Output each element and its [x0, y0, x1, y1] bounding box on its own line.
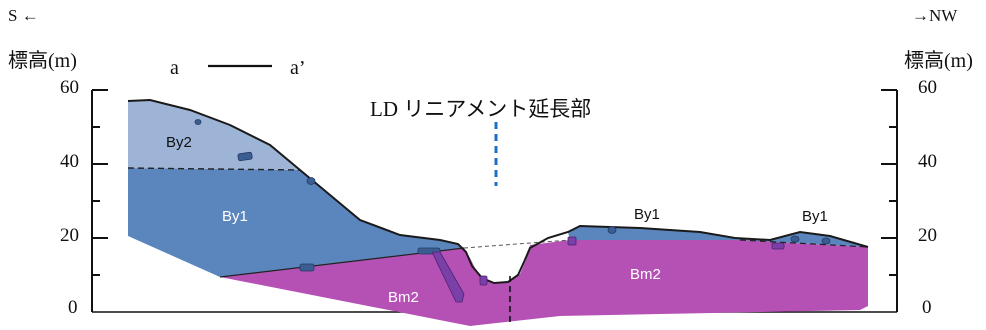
unit-boundary-dashed [463, 239, 571, 249]
unit-label-by1: By1 [634, 206, 660, 223]
direction-label-south: S ← [8, 6, 39, 25]
right-tick-label: 0 [922, 297, 932, 318]
unit-bm2-area [220, 240, 868, 326]
right-tick-label: 60 [918, 77, 937, 98]
right-axis [881, 89, 898, 312]
section-end-label: a’ [290, 57, 306, 79]
right-tick-label: 40 [918, 151, 937, 172]
unit-boundary-dashed [739, 239, 869, 248]
section-start-label: a [170, 57, 179, 79]
unit-label-by1: By1 [222, 208, 248, 225]
clast-symbols [431, 236, 785, 303]
left-axis [91, 89, 108, 312]
right-axis-title: 標高(m) [904, 50, 973, 72]
right-tick-label: 20 [918, 225, 937, 246]
unit-by1-area [128, 168, 464, 277]
unit-label-bm2: Bm2 [630, 266, 661, 283]
unit-boundary-dashed [127, 167, 301, 171]
left-tick-label: 20 [60, 225, 79, 246]
ground-surface-line [127, 98, 869, 285]
left-tick-label: 40 [60, 151, 79, 172]
unit-label-by2: By2 [166, 134, 192, 151]
lineament-label: LD リニアメント延長部 [370, 97, 592, 121]
direction-label-northwest: →NW [912, 6, 958, 25]
left-axis-title: 標高(m) [8, 50, 77, 72]
unit-label-bm2: Bm2 [388, 289, 419, 306]
unit-by2-area [128, 100, 300, 170]
unit-label-by1: By1 [802, 208, 828, 225]
left-tick-label: 60 [60, 77, 79, 98]
left-tick-label: 0 [68, 297, 78, 318]
